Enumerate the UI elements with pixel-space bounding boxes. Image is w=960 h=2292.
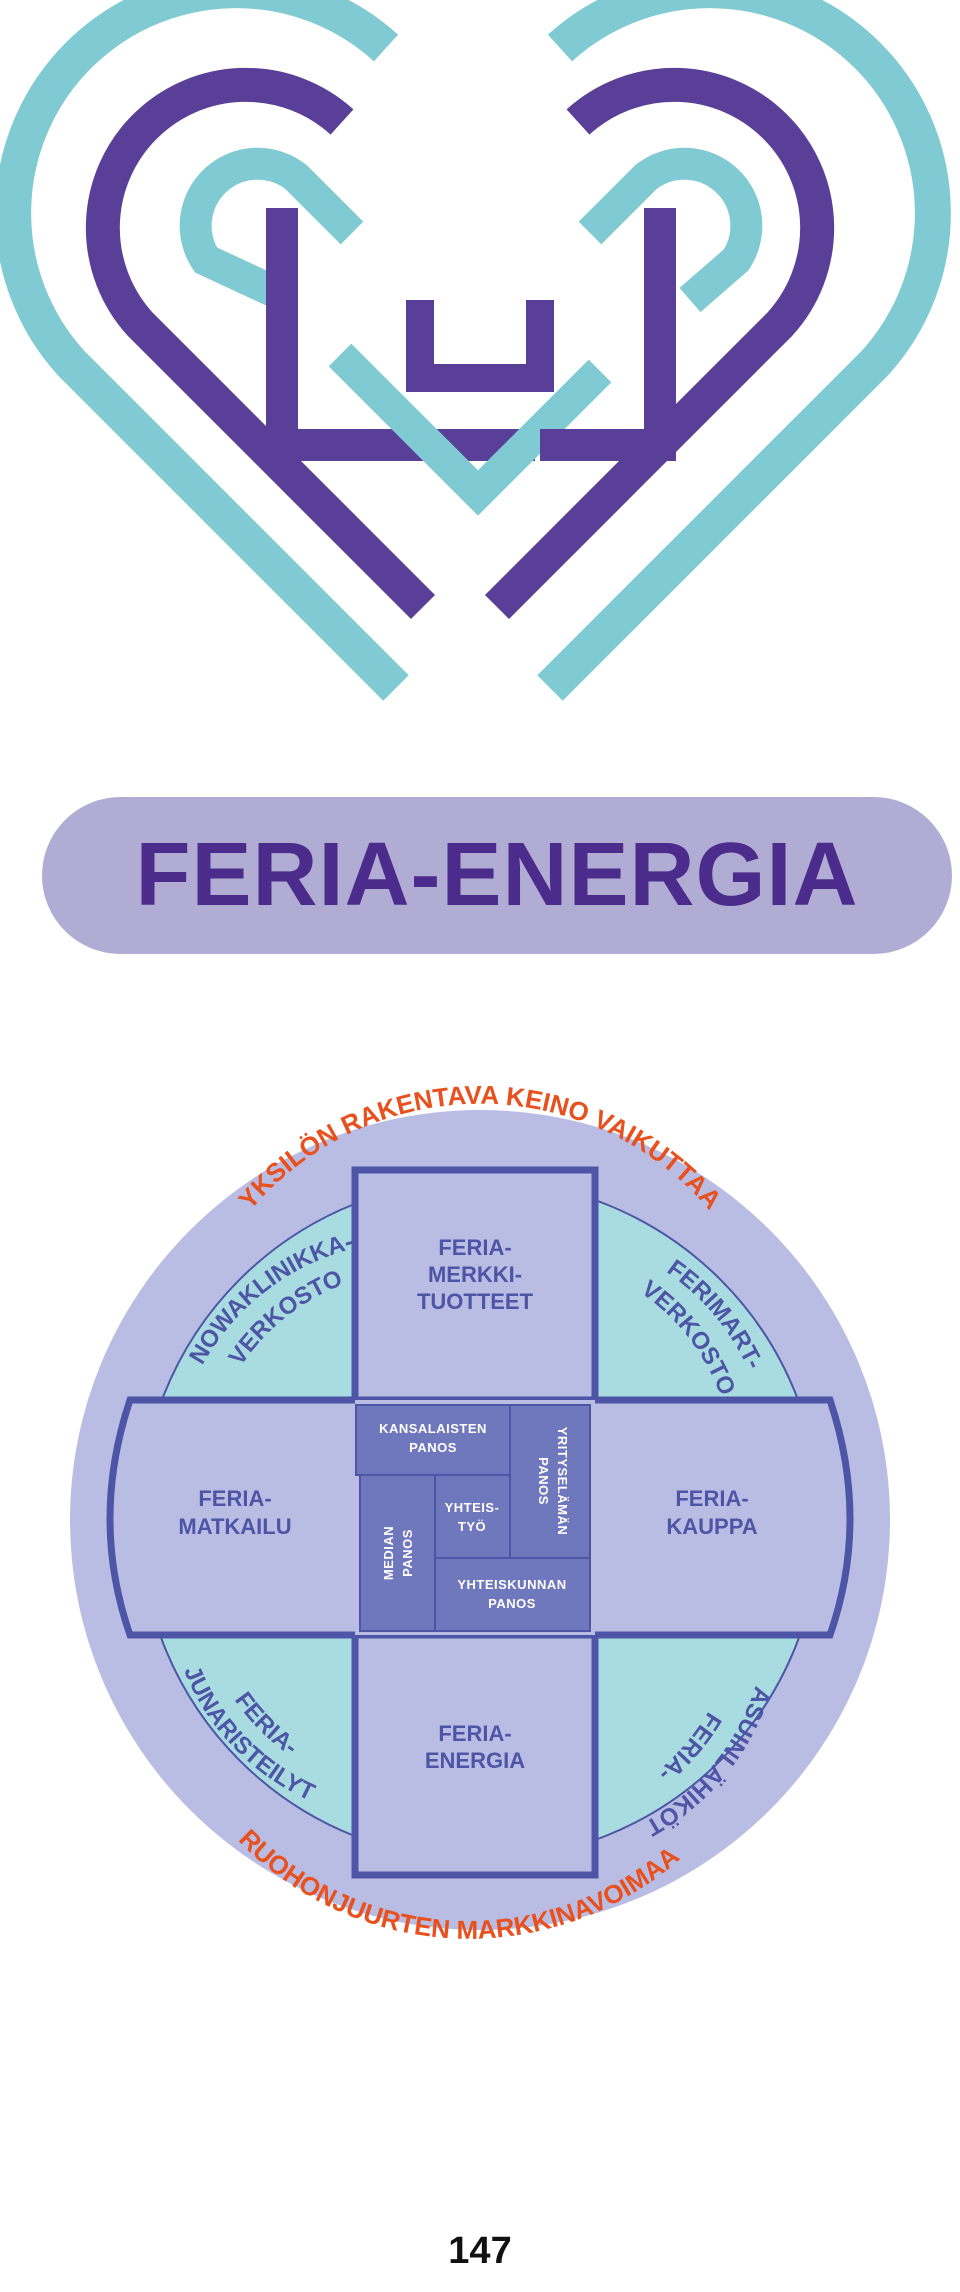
center-left-line2: PANOS [400, 1529, 415, 1577]
center-box-bottom [434, 1557, 591, 1632]
center-box-top [355, 1404, 511, 1476]
center-top-line1: KANSALAISTEN [379, 1421, 487, 1436]
right-arm-line2: KAUPPA [666, 1514, 757, 1539]
logo-inner-purple-u [406, 300, 554, 392]
center-grid: KANSALAISTEN PANOS YRITYSELÄMÄN PANOS ME… [355, 1404, 591, 1632]
feria-diagram: KANSALAISTEN PANOS YRITYSELÄMÄN PANOS ME… [70, 1080, 890, 1945]
left-arm-line2: MATKAILU [178, 1514, 291, 1539]
top-arm-line1: FERIA- [438, 1235, 511, 1260]
left-arm-line1: FERIA- [198, 1486, 271, 1511]
center-right-line1: YRITYSELÄMÄN [555, 1427, 570, 1536]
top-arm-line2: MERKKI- [428, 1262, 522, 1287]
center-mid-line2: TYÖ [458, 1519, 486, 1534]
logo-center-teal [328, 343, 612, 516]
logo-left-purple-stripe [85, 67, 436, 620]
logo-left-inner-stripe [179, 147, 364, 313]
right-arm-line1: FERIA- [675, 1486, 748, 1511]
center-bottom-line1: YHTEISKUNNAN [457, 1577, 566, 1592]
center-mid-line1: YHTEIS- [445, 1500, 500, 1515]
logo-right-inner-stripe [578, 147, 763, 313]
logo-left-outer-stripe [0, 0, 409, 701]
bottom-arm-line1: FERIA- [438, 1721, 511, 1746]
logo-right-u-stripe [540, 208, 676, 461]
center-bottom-line2: PANOS [488, 1596, 536, 1611]
center-box-left [359, 1474, 436, 1632]
bottom-arm-line2: ENERGIA [425, 1748, 525, 1773]
center-left-line1: MEDIAN [381, 1526, 396, 1580]
heart-logo-icon [0, 0, 951, 701]
center-right-line2: PANOS [536, 1457, 551, 1505]
top-arm-line3: TUOTTEET [417, 1289, 534, 1314]
banner-title: FERIA-ENERGIA [135, 825, 859, 925]
center-top-line2: PANOS [409, 1440, 457, 1455]
logo-right-outer-stripe [537, 0, 951, 701]
logo-right-purple-stripe [484, 67, 835, 620]
page-number: 147 [448, 2230, 512, 2272]
title-banner: FERIA-ENERGIA [42, 797, 952, 954]
center-box-mid [434, 1474, 511, 1559]
